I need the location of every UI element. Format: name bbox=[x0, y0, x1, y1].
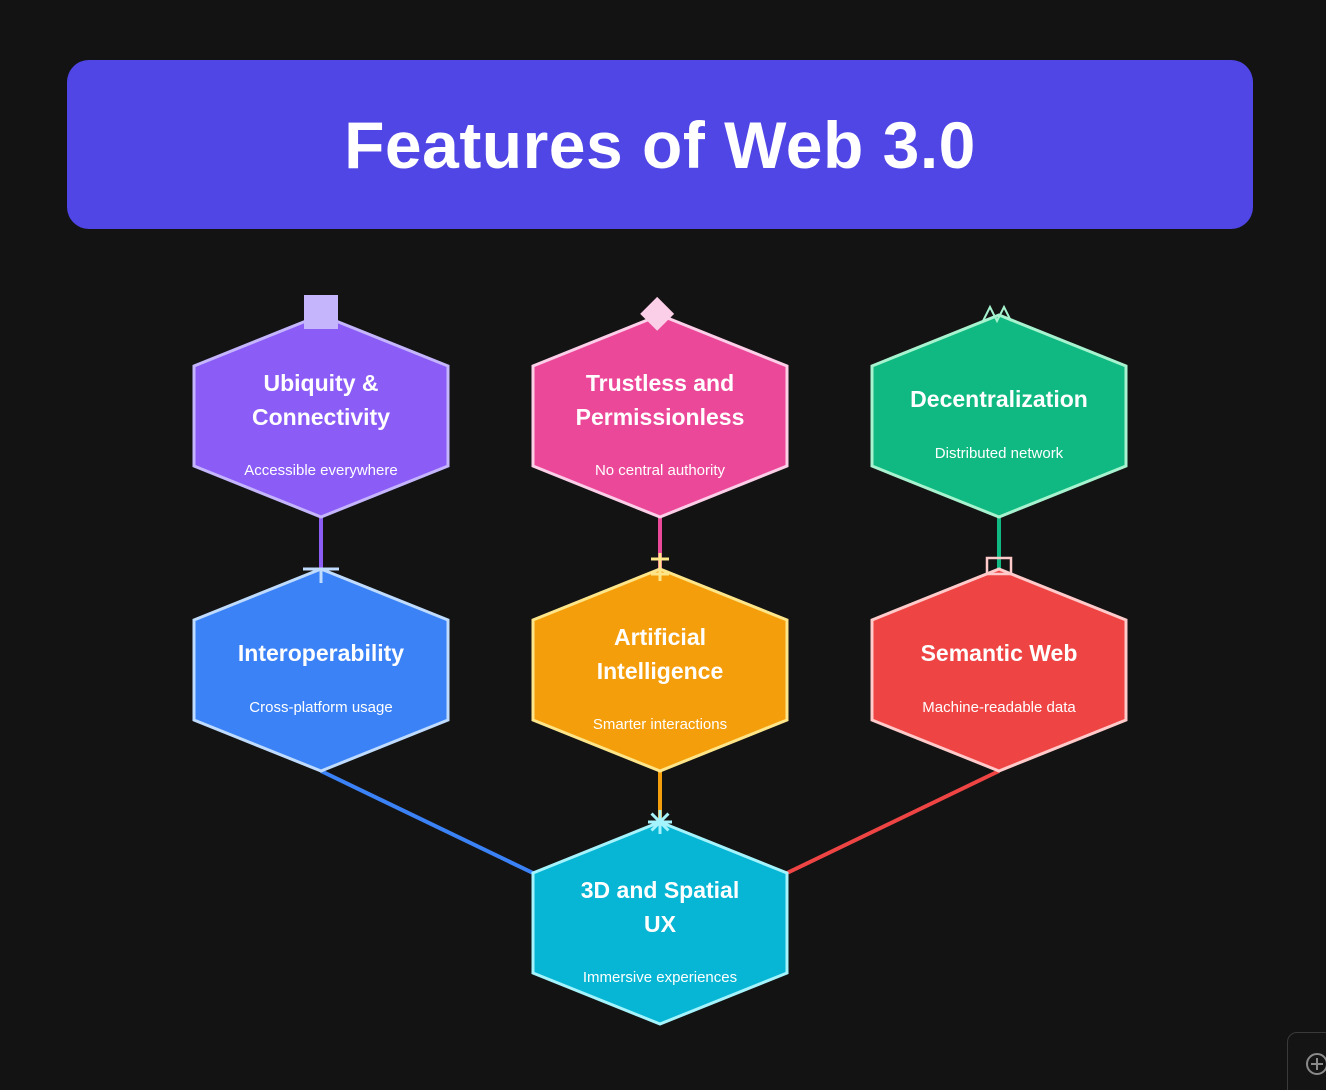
node-title: Ubiquity & bbox=[264, 370, 379, 396]
node-subtitle: Distributed network bbox=[935, 445, 1064, 462]
node-title: Trustless and bbox=[586, 370, 734, 396]
plus-icon bbox=[651, 553, 669, 581]
node-title: Interoperability bbox=[238, 640, 404, 666]
hexagon-shape bbox=[870, 567, 1128, 773]
node-title: Decentralization bbox=[910, 386, 1088, 412]
node-title: Semantic Web bbox=[921, 640, 1078, 666]
page-title: Features of Web 3.0 bbox=[344, 107, 976, 182]
hexagon-shape bbox=[870, 313, 1128, 519]
node-title: Intelligence bbox=[597, 658, 724, 684]
node-title: UX bbox=[644, 911, 677, 937]
node-title: Artificial bbox=[614, 624, 706, 650]
node-subtitle: No central authority bbox=[595, 462, 726, 479]
node-subtitle: Accessible everywhere bbox=[244, 462, 397, 479]
node-title: Permissionless bbox=[576, 404, 745, 430]
hexagon-shape bbox=[531, 313, 789, 519]
connector-semantic-spatial bbox=[786, 769, 1000, 875]
node-title: Connectivity bbox=[252, 404, 390, 430]
connector-interoperability-spatial bbox=[320, 769, 534, 875]
frame-icon bbox=[985, 556, 1013, 576]
node-subtitle: Immersive experiences bbox=[583, 969, 737, 986]
title-banner: Features of Web 3.0 bbox=[67, 60, 1253, 229]
connectors bbox=[319, 517, 1001, 875]
square-icon bbox=[304, 295, 338, 329]
hexagon-shape bbox=[192, 313, 450, 519]
hexagon-shape bbox=[531, 567, 789, 773]
node-subtitle: Cross-platform usage bbox=[249, 699, 392, 716]
asterisk-icon bbox=[648, 810, 672, 834]
node-title: 3D and Spatial bbox=[581, 877, 739, 903]
zoom-in-button[interactable] bbox=[1287, 1032, 1326, 1090]
crown-icon bbox=[982, 304, 1012, 324]
node-subtitle: Machine-readable data bbox=[922, 699, 1076, 716]
node-subtitle: Smarter interactions bbox=[593, 716, 727, 733]
hexagon-shape bbox=[192, 567, 450, 773]
cross-icon bbox=[303, 567, 339, 583]
zoom-in-icon bbox=[1306, 1053, 1326, 1075]
hexagon-shape bbox=[531, 820, 789, 1026]
